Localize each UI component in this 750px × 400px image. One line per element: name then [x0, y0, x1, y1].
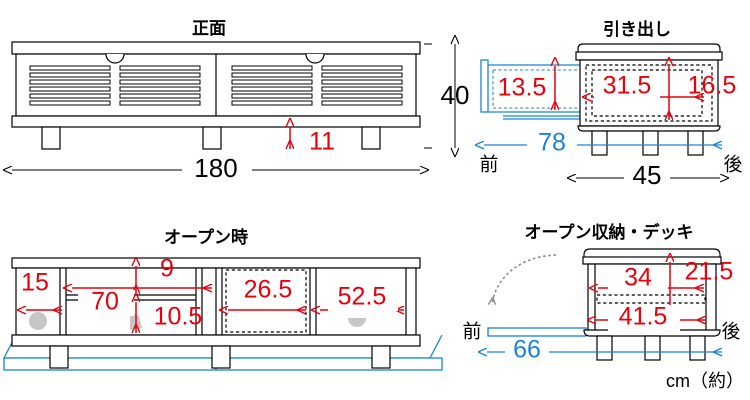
drawer-dim-total-open-depth: 78	[484, 129, 722, 158]
open-dim-center-bay-label: 70	[91, 288, 119, 316]
deck-shelf-outline	[596, 294, 706, 304]
drawer-dim-open-depth: 13.5	[498, 66, 555, 110]
front-louver-panel-1	[29, 65, 111, 106]
drawer-inner-outline	[585, 64, 713, 122]
deck-leg-3	[689, 335, 706, 361]
deck-dim-upper-depth-label: 34	[624, 264, 652, 292]
deck-label-back: 後	[721, 321, 740, 343]
drawer-dim-inner-height: 16.5	[669, 66, 736, 120]
front-dim-leg-height: 11	[290, 127, 335, 156]
drawer-body-top-board	[575, 51, 723, 61]
open-dim-shelf-lower: 10.5	[136, 302, 202, 333]
front-leg-right	[361, 126, 381, 150]
front-dim-width-label: 180	[194, 153, 237, 183]
deck-dim-side-height-label: 21.5	[685, 258, 734, 286]
open-knob-right	[348, 318, 366, 327]
view-front: 正面	[12, 19, 469, 184]
drawer-dim-body-depth-label: 45	[633, 160, 662, 190]
drawer-dim-inner-width: 31.5	[591, 72, 704, 100]
open-deck-component-outline	[225, 269, 307, 333]
open-dim-shelf-lower-label: 10.5	[154, 303, 203, 331]
deck-dim-total-open-depth: 66	[487, 336, 722, 365]
view-open: オープン時	[2, 227, 443, 371]
open-base-board	[11, 334, 421, 347]
drawer-label-back: 後	[723, 154, 742, 176]
front-dim-height: 40	[424, 44, 469, 148]
deck-dim-lower-depth-label: 41.5	[619, 303, 668, 331]
open-dim-left-bay-label: 15	[21, 269, 49, 297]
open-dim-left-bay: 15	[21, 269, 62, 310]
front-louver-panel-4	[321, 65, 403, 106]
open-leg-left	[49, 345, 69, 369]
view-drawer-title: 引き出し	[603, 19, 671, 40]
drawer-dim-inner-width-label: 31.5	[603, 72, 652, 100]
drawer-dim-inner-height-label: 16.5	[688, 72, 737, 100]
deck-leg-1	[596, 335, 613, 361]
open-leg-center	[211, 345, 231, 369]
deck-dim-lower-depth: 41.5	[596, 303, 706, 331]
front-handle-notch-right	[305, 53, 325, 64]
front-base-board	[11, 115, 421, 128]
view-drawer: 引き出し 13.5 31.5 16.	[479, 19, 743, 192]
open-dim-center-bay: 70	[72, 288, 212, 316]
drawer-leg-3	[687, 130, 704, 156]
view-front-title: 正面	[192, 19, 226, 39]
drawer-label-front: 前	[479, 154, 498, 176]
front-handle-notch-left	[105, 53, 125, 64]
flap-motion-arrow-icon	[492, 254, 557, 305]
deck-label-front: 前	[462, 321, 481, 343]
front-dim-width: 180	[12, 153, 420, 184]
view-deck-title: オープン収納・デッキ	[525, 222, 694, 243]
deck-body-base	[583, 329, 721, 337]
open-dim-deck-bay: 26.5	[228, 276, 306, 310]
drawer-dim-body-depth: 45	[576, 160, 720, 192]
open-dim-deck-bay-label: 26.5	[244, 276, 293, 304]
drawer-body-base	[577, 125, 721, 132]
deck-dim-total-open-depth-label: 66	[513, 336, 541, 364]
front-dim-leg-height-label: 11	[309, 128, 335, 156]
front-leg-center	[202, 126, 222, 150]
open-knob-left	[29, 312, 47, 330]
drawer-leg-1	[591, 130, 608, 156]
front-louver-panel-3	[231, 65, 313, 106]
open-top-board	[11, 257, 421, 269]
unit-note: cm（約）	[666, 371, 744, 391]
deck-body-top-cap	[583, 248, 721, 259]
front-louver-panel-2	[119, 65, 201, 106]
drawer-dim-total-open-depth-label: 78	[538, 129, 566, 157]
drawer-dim-open-depth-label: 13.5	[498, 74, 547, 102]
open-dim-shelf-upper-label: 9	[160, 255, 174, 283]
view-deck: オープン収納・デッキ 34 21.5 41.5	[462, 222, 741, 365]
deck-dim-upper-depth: 34	[598, 264, 704, 292]
view-open-title: オープン時	[164, 227, 248, 248]
deck-leg-2	[644, 335, 661, 361]
drawer-body-top-cap	[577, 43, 721, 54]
drawer-leg-2	[642, 130, 659, 156]
front-dim-height-label: 40	[441, 80, 470, 110]
front-leg-left	[41, 126, 61, 150]
open-dim-right-bay-label: 52.5	[338, 283, 387, 311]
open-leg-right	[371, 345, 391, 369]
front-top-board	[11, 41, 421, 55]
drawer-box-outline	[591, 69, 703, 117]
open-dim-right-bay: 52.5	[320, 283, 404, 311]
